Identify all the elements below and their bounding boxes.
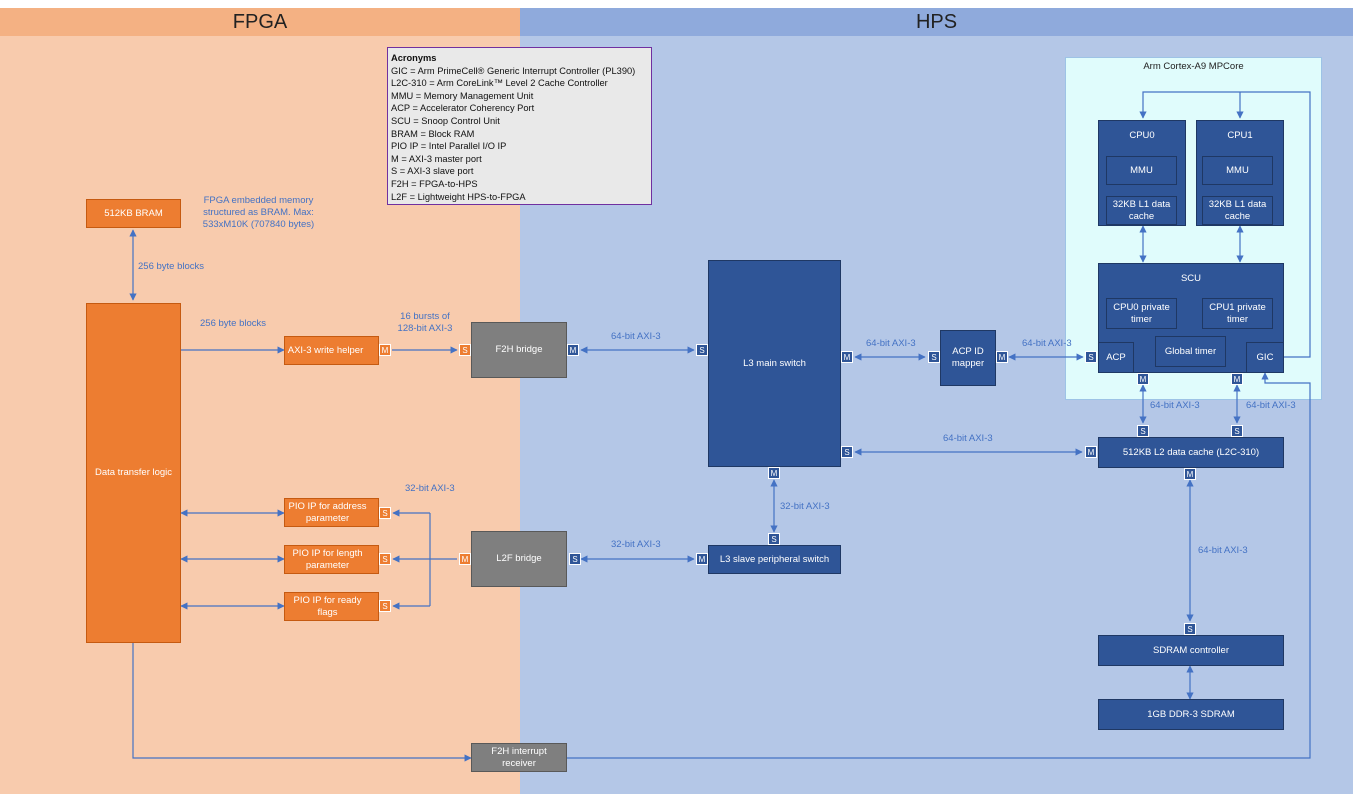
pio-bus-label: 32-bit AXI-3 xyxy=(405,483,455,494)
bram-block: 512KB BRAM xyxy=(86,199,181,228)
acronym-item: ACP = Accelerator Coherency Port xyxy=(391,103,535,114)
port-m: M xyxy=(1184,468,1196,480)
port-s: S xyxy=(1085,351,1097,363)
port-s: S xyxy=(768,533,780,545)
acp-port-block: ACP xyxy=(1098,342,1134,373)
l3-l3slave-label: 32-bit AXI-3 xyxy=(780,501,830,512)
cpu0-label: CPU0 xyxy=(1129,130,1155,141)
port-m: M xyxy=(1137,373,1149,385)
sdram-controller: SDRAM controller xyxy=(1098,635,1284,666)
fpga-title: FPGA xyxy=(232,10,288,33)
port-s: S xyxy=(696,344,708,356)
acronym-item: F2H = FPGA-to-HPS xyxy=(391,178,478,189)
l3-main-switch: L3 main switch xyxy=(708,260,841,467)
port-m: M xyxy=(768,467,780,479)
pio-length: PIO IP for length parameter xyxy=(284,545,379,574)
port-s: S xyxy=(569,553,581,565)
l2f-l3slave-label: 32-bit AXI-3 xyxy=(611,539,661,550)
acp-id-mapper: ACP ID mapper xyxy=(940,330,996,386)
mpcore-title: Arm Cortex-A9 MPCore xyxy=(1143,61,1244,72)
cpu0-l1-cache: 32KB L1 data cache xyxy=(1106,196,1177,225)
f2h-l3-label: 64-bit AXI-3 xyxy=(611,331,661,342)
acronyms-legend: Acronyms GIC = Arm PrimeCell® Generic In… xyxy=(387,47,652,205)
cpu0-mmu: MMU xyxy=(1106,156,1177,185)
f2h-bridge: F2H bridge xyxy=(471,322,567,378)
bursts-label: 16 bursts of 128-bit AXI-3 xyxy=(397,311,453,334)
port-m: M xyxy=(696,553,708,565)
cpu1-private-timer: CPU1 private timer xyxy=(1202,298,1273,329)
port-m: M xyxy=(1085,446,1097,458)
l2-sdram-label: 64-bit AXI-3 xyxy=(1198,545,1248,556)
acronym-item: MMU = Memory Management Unit xyxy=(391,90,534,101)
port-s: S xyxy=(1231,425,1243,437)
acronym-item: GIC = Arm PrimeCell® Generic Interrupt C… xyxy=(391,65,636,76)
fpga-header xyxy=(0,8,520,36)
bram-note: FPGA embedded memory structured as BRAM.… xyxy=(202,195,315,230)
acronym-item: S = AXI-3 slave port xyxy=(391,166,474,177)
cpu1-l1-cache: 32KB L1 data cache xyxy=(1202,196,1273,225)
pio-ready: PIO IP for ready flags xyxy=(284,592,379,621)
acronym-item: L2F = Lightweight HPS-to-FPGA xyxy=(391,191,526,202)
port-s: S xyxy=(1137,425,1149,437)
port-s: S xyxy=(379,600,391,612)
data-transfer-logic: Data transfer logic xyxy=(86,303,181,643)
f2h-interrupt-receiver: F2H interrupt receiver xyxy=(471,743,567,772)
acronym-item: SCU = Snoop Control Unit xyxy=(391,115,500,126)
port-m: M xyxy=(459,553,471,565)
cpu0-private-timer: CPU0 private timer xyxy=(1106,298,1177,329)
cpu1-mmu: MMU xyxy=(1202,156,1273,185)
global-timer: Global timer xyxy=(1155,336,1226,367)
port-s: S xyxy=(1184,623,1196,635)
scu-l2-left-label: 64-bit AXI-3 xyxy=(1150,400,1200,411)
port-s: S xyxy=(379,553,391,565)
acp-mpcore-label: 64-bit AXI-3 xyxy=(1022,338,1072,349)
port-m: M xyxy=(996,351,1008,363)
axi-write-helper: AXI-3 write helper xyxy=(284,336,379,365)
l2f-bridge: L2F bridge xyxy=(471,531,567,587)
acronym-item: PIO IP = Intel Parallel I/O IP xyxy=(391,141,507,152)
bram-blocks-label: 256 byte blocks xyxy=(138,261,205,272)
pio-address: PIO IP for address parameter xyxy=(284,498,379,527)
hps-header xyxy=(520,8,1353,36)
acronyms-title: Acronyms xyxy=(391,53,437,63)
scu-label: SCU xyxy=(1180,273,1202,284)
acronym-item: BRAM = Block RAM xyxy=(391,128,475,139)
gic-block: GIC xyxy=(1246,342,1284,373)
port-m: M xyxy=(567,344,579,356)
port-s: S xyxy=(841,446,853,458)
port-m: M xyxy=(1231,373,1243,385)
port-m: M xyxy=(379,344,391,356)
port-s: S xyxy=(928,351,940,363)
acronym-item: L2C-310 = Arm CoreLink™ Level 2 Cache Co… xyxy=(391,78,608,89)
hps-title: HPS xyxy=(915,10,958,33)
port-m: M xyxy=(841,351,853,363)
l3-l2-label: 64-bit AXI-3 xyxy=(943,433,993,444)
dtl-blocks-label: 256 byte blocks xyxy=(200,318,267,329)
l3-slave-peripheral-switch: L3 slave peripheral switch xyxy=(708,545,841,574)
acronym-item: M = AXI-3 master port xyxy=(391,153,482,164)
l2-data-cache: 512KB L2 data cache (L2C-310) xyxy=(1098,437,1284,468)
scu-l2-right-label: 64-bit AXI-3 xyxy=(1246,400,1296,411)
cpu1-label: CPU1 xyxy=(1227,130,1253,141)
ddr3-sdram: 1GB DDR-3 SDRAM xyxy=(1098,699,1284,730)
l3-acp-label: 64-bit AXI-3 xyxy=(866,338,916,349)
port-s: S xyxy=(459,344,471,356)
port-s: S xyxy=(379,507,391,519)
